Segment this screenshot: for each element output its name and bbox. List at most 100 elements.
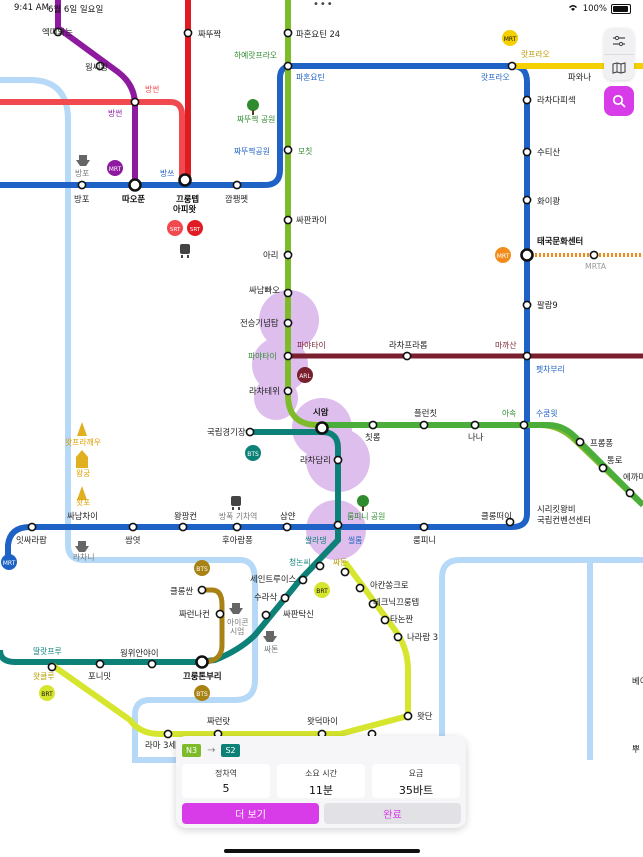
multitask-dots-icon[interactable]: ••• — [313, 0, 334, 10]
svg-text:방썬: 방썬 — [108, 108, 122, 118]
svg-text:파혼요틴: 파혼요틴 — [296, 72, 325, 82]
svg-text:MRT: MRT — [504, 36, 517, 43]
svg-text:뿌: 뿌 — [632, 744, 640, 754]
svg-text:딸랏프루: 딸랏프루 — [33, 646, 62, 656]
svg-text:쌀라댕: 쌀라댕 — [305, 535, 327, 545]
svg-text:세인트루이스: 세인트루이스 — [250, 574, 297, 584]
svg-text:싸남빠오: 싸남빠오 — [249, 285, 280, 295]
svg-text:방포: 방포 — [75, 168, 89, 178]
boat-icon — [76, 155, 90, 166]
svg-text:BTS: BTS — [196, 691, 208, 698]
origin-code-chip[interactable]: N3 — [182, 743, 202, 757]
svg-text:화이쾅: 화이쾅 — [537, 196, 560, 206]
temple-icon — [76, 422, 88, 500]
svg-text:싸톤: 싸톤 — [333, 557, 347, 567]
svg-text:MRT: MRT — [3, 560, 16, 567]
status-date: 6월 6일 일요일 — [48, 5, 104, 15]
map-icon — [612, 62, 626, 74]
wifi-icon — [567, 3, 579, 15]
svg-text:랏프라오: 랏프라오 — [521, 49, 550, 59]
svg-text:왓포: 왓포 — [76, 498, 90, 507]
svg-text:파야타이: 파야타이 — [248, 351, 277, 361]
svg-text:시리킷왕비: 시리킷왕비 — [537, 504, 576, 514]
more-details-button[interactable]: 더 보기 — [182, 803, 319, 824]
svg-text:엑띠와는: 엑띠와는 — [42, 27, 73, 37]
svg-text:BTS: BTS — [247, 451, 259, 458]
svg-text:싸판콰이: 싸판콰이 — [296, 215, 327, 225]
map-view-button[interactable] — [604, 54, 634, 81]
svg-text:룸피니 공원: 룸피니 공원 — [347, 511, 385, 521]
battery-icon — [611, 4, 631, 14]
svg-text:태국문화센터: 태국문화센터 — [537, 236, 583, 246]
svg-text:클롱떠이: 클롱떠이 — [481, 511, 512, 521]
svg-text:ARL: ARL — [299, 373, 311, 380]
train-icon — [180, 244, 190, 258]
svg-text:베이: 베이 — [632, 676, 643, 686]
svg-text:왕궁: 왕궁 — [76, 469, 90, 478]
svg-text:씰롬: 씰롬 — [348, 535, 362, 545]
svg-text:아칸쏭크로: 아칸쏭크로 — [370, 580, 409, 590]
svg-text:모칫: 모칫 — [298, 147, 312, 156]
status-right: 100% — [567, 3, 631, 15]
svg-text:팔람9: 팔람9 — [537, 300, 558, 310]
svg-text:MRT: MRT — [497, 253, 510, 260]
svg-text:나라람 3: 나라람 3 — [407, 632, 438, 642]
svg-text:나나: 나나 — [468, 432, 484, 442]
boat-icon — [75, 541, 89, 552]
svg-text:웡위안야이: 웡위안야이 — [120, 648, 159, 658]
fare-value: 35바트 — [398, 784, 434, 797]
svg-text:테크닉끄룽텝: 테크닉끄룽텝 — [373, 597, 419, 607]
svg-text:MRTA: MRTA — [585, 262, 607, 271]
svg-text:에까마이: 에까마이 — [623, 472, 643, 482]
done-button[interactable]: 완료 — [324, 803, 461, 824]
battery-percent: 100% — [582, 4, 607, 14]
svg-text:파와나: 파와나 — [568, 72, 591, 82]
svg-text:펫차부리: 펫차부리 — [536, 364, 565, 374]
svg-text:SRT: SRT — [170, 227, 181, 233]
svg-text:왓덕마이: 왓덕마이 — [307, 716, 338, 726]
svg-text:짜뚜짝 공원: 짜뚜짝 공원 — [237, 114, 275, 124]
svg-text:짜뚜짝공원: 짜뚜짝공원 — [234, 146, 270, 156]
svg-text:짜뚜짝: 짜뚜짝 — [198, 29, 221, 39]
svg-text:수티산: 수티산 — [537, 147, 560, 157]
bts-silom-line — [0, 429, 341, 665]
svg-text:시암: 시암 — [313, 407, 329, 417]
stops-label: 정차역 — [214, 769, 238, 778]
svg-text:쌈엿: 쌈엿 — [125, 535, 141, 545]
svg-text:국립경기장: 국립경기장 — [207, 427, 246, 437]
svg-text:라차테위: 라차테위 — [249, 386, 280, 396]
svg-text:하예랏프라오: 하예랏프라오 — [234, 50, 277, 60]
svg-text:수라삭: 수라삭 — [254, 592, 277, 602]
home-indicator[interactable] — [224, 849, 420, 853]
svg-text:파야타이: 파야타이 — [297, 340, 326, 350]
svg-text:룸피니: 룸피니 — [413, 535, 436, 545]
gold-line — [201, 587, 225, 665]
svg-text:따오푼: 따오푼 — [122, 194, 145, 204]
destination-code-chip[interactable]: S2 — [221, 743, 240, 757]
svg-text:잇싸라팝: 잇싸라팝 — [16, 535, 47, 545]
route-codes: N3 → S2 — [182, 743, 240, 757]
mrt-blue-line — [0, 63, 530, 565]
fare-label: 요금 — [408, 769, 424, 778]
stops-info: 정차역 5 — [182, 764, 270, 798]
svg-text:웡씨왕: 웡씨왕 — [85, 62, 108, 72]
svg-text:방포: 방포 — [74, 194, 90, 204]
svg-text:아이콘: 아이콘 — [227, 617, 249, 627]
search-button[interactable] — [604, 86, 634, 116]
svg-text:SRT: SRT — [190, 227, 201, 233]
map-tools-panel — [604, 28, 634, 80]
line-badges: MRT MRT SRT SRT MRT ARL BTS MRT BTS BRT … — [1, 30, 518, 701]
svg-text:칫롬: 칫롬 — [365, 432, 381, 442]
svg-text:깜팽펫: 깜팽펫 — [225, 194, 248, 204]
svg-text:청논씨: 청논씨 — [289, 558, 311, 567]
filter-button[interactable] — [604, 28, 634, 54]
svg-text:왓단: 왓단 — [417, 711, 433, 721]
svg-text:라차니: 라차니 — [73, 552, 95, 562]
station-markers[interactable] — [27, 27, 635, 739]
svg-text:타논짠: 타논짠 — [390, 614, 413, 624]
svg-text:라차다피섹: 라차다피섹 — [537, 95, 576, 105]
boat-icon — [229, 603, 243, 614]
svg-text:BRT: BRT — [316, 588, 328, 595]
park-icon — [357, 495, 369, 511]
